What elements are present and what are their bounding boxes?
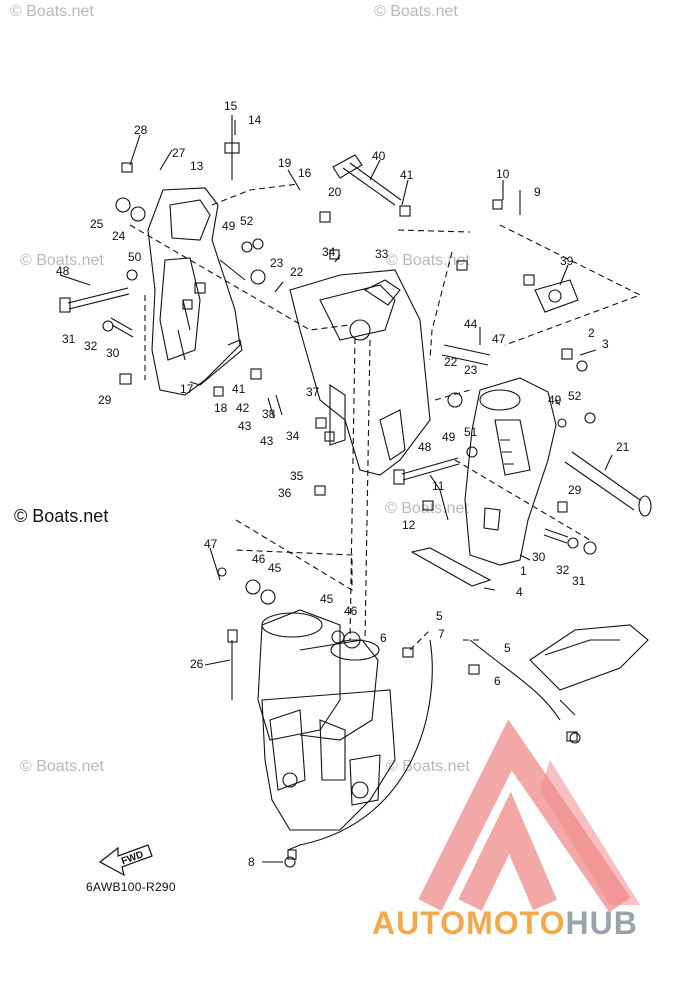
callout-45: 45 xyxy=(268,561,282,575)
callout-49: 49 xyxy=(442,430,456,444)
brand-part2: HUB xyxy=(565,905,638,941)
callout-25: 25 xyxy=(90,217,104,231)
callout-6: 6 xyxy=(380,631,387,645)
brand-logo xyxy=(418,719,631,913)
callout-12: 12 xyxy=(402,518,416,532)
watermark-center: © Boats.net xyxy=(385,500,469,517)
callout-3: 3 xyxy=(602,337,609,351)
callout-17: 17 xyxy=(180,382,194,396)
callout-22: 22 xyxy=(444,355,458,369)
callout-41: 41 xyxy=(400,168,414,182)
callout-46: 46 xyxy=(252,552,266,566)
callout-6: 6 xyxy=(494,674,501,688)
callout-32: 32 xyxy=(84,339,98,353)
callout-10: 10 xyxy=(496,167,510,181)
callout-37: 37 xyxy=(306,385,320,399)
watermark-mid-left: © Boats.net xyxy=(20,252,104,269)
callout-51: 51 xyxy=(464,425,478,439)
callout-52: 52 xyxy=(568,389,582,403)
callout-44: 44 xyxy=(464,317,478,331)
callout-32: 32 xyxy=(556,563,570,577)
callout-24: 24 xyxy=(112,229,126,243)
callout-2: 2 xyxy=(588,326,595,340)
callout-34: 34 xyxy=(322,245,336,259)
diagram-lines xyxy=(59,115,652,868)
callout-47: 47 xyxy=(492,332,506,346)
callout-11: 11 xyxy=(432,479,445,493)
callout-1: 1 xyxy=(520,564,527,578)
callout-48: 48 xyxy=(56,264,70,278)
callout-35: 35 xyxy=(290,469,304,483)
callout-33: 33 xyxy=(375,247,389,261)
callout-7: 7 xyxy=(438,627,445,641)
callout-29: 29 xyxy=(568,483,582,497)
callout-23: 23 xyxy=(464,363,478,377)
callout-27: 27 xyxy=(172,146,186,160)
callout-19: 19 xyxy=(278,156,292,170)
callout-30: 30 xyxy=(532,550,546,564)
callout-45: 45 xyxy=(320,592,334,606)
diagram-code: 6AWB100-R290 xyxy=(86,880,176,894)
callout-29: 29 xyxy=(98,393,112,407)
watermark-top-left: © Boats.net xyxy=(10,3,94,20)
callout-5: 5 xyxy=(436,609,443,623)
callout-18: 18 xyxy=(214,401,228,415)
callout-13: 13 xyxy=(190,159,204,173)
callout-49: 49 xyxy=(548,393,562,407)
callout-34: 34 xyxy=(286,429,300,443)
callout-50: 50 xyxy=(128,250,142,264)
brand-wordmark: AUTOMOTOHUB xyxy=(372,905,638,942)
callout-28: 28 xyxy=(134,123,148,137)
callout-42: 42 xyxy=(236,401,250,415)
callout-52: 52 xyxy=(240,214,254,228)
callout-8: 8 xyxy=(248,855,255,869)
callout-47: 47 xyxy=(204,537,218,551)
callout-15: 15 xyxy=(224,99,238,113)
callout-46: 46 xyxy=(344,604,358,618)
callout-26: 26 xyxy=(190,657,204,671)
callout-31: 31 xyxy=(62,332,76,346)
callout-9: 9 xyxy=(534,185,541,199)
callout-43: 43 xyxy=(260,434,274,448)
watermark-top-right: © Boats.net xyxy=(374,3,458,20)
callout-20: 20 xyxy=(328,185,342,199)
watermark-bottom-right: © Boats.net xyxy=(386,758,470,775)
callout-14: 14 xyxy=(248,113,262,127)
watermark-bottom-left: © Boats.net xyxy=(20,758,104,775)
callout-48: 48 xyxy=(418,440,432,454)
callout-38: 38 xyxy=(262,407,276,421)
callout-41: 41 xyxy=(232,382,246,396)
callout-5: 5 xyxy=(504,641,511,655)
callout-4: 4 xyxy=(516,585,523,599)
callout-30: 30 xyxy=(106,346,120,360)
callout-39: 39 xyxy=(560,254,574,268)
copyright-text: © Boats.net xyxy=(14,506,109,526)
callout-23: 23 xyxy=(270,256,284,270)
callout-49: 49 xyxy=(222,219,236,233)
callout-43: 43 xyxy=(238,419,252,433)
callout-31: 31 xyxy=(572,574,586,588)
fwd-label: FWD xyxy=(120,849,145,867)
callout-40: 40 xyxy=(372,149,386,163)
callout-16: 16 xyxy=(298,166,312,180)
brand-logo-inner xyxy=(540,760,640,905)
callout-36: 36 xyxy=(278,486,292,500)
callout-22: 22 xyxy=(290,265,304,279)
callout-21: 21 xyxy=(616,440,630,454)
fwd-arrow: FWD xyxy=(98,844,153,877)
brand-part1: AUTOMOTO xyxy=(372,905,566,941)
